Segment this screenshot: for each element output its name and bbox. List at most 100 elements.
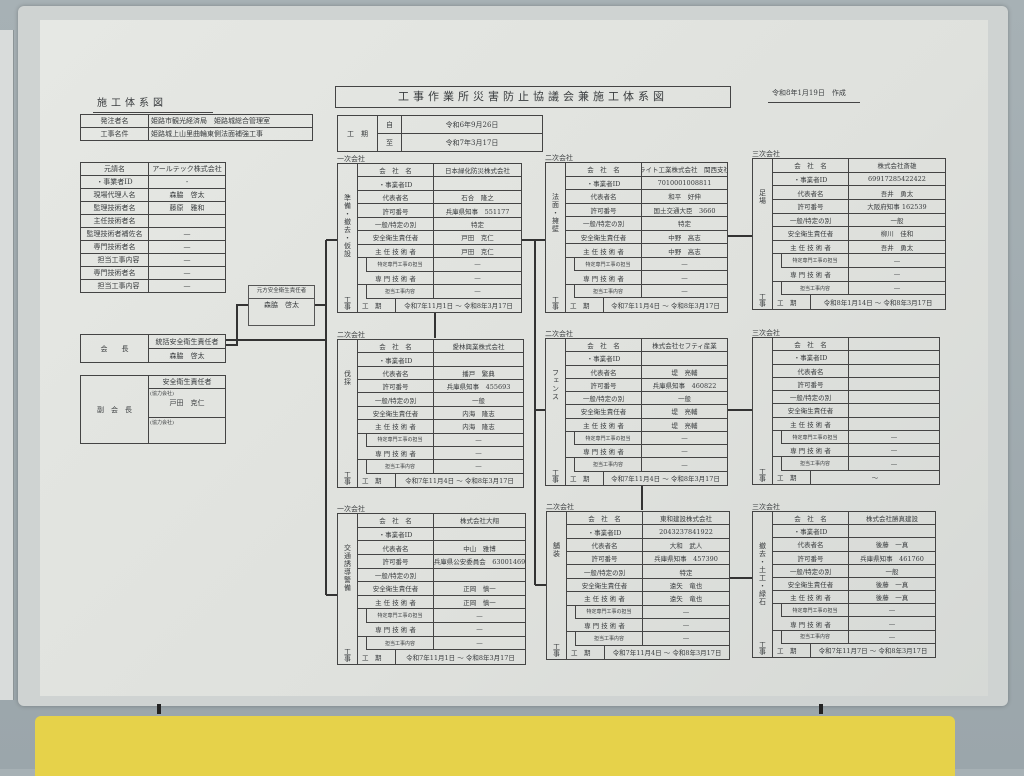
period-label: 工 期 [358,650,396,664]
period-label: 工 期 [773,470,811,484]
row-value: — [849,431,939,445]
adjacent-sheet-edge [0,30,14,700]
row-value: — [643,619,729,633]
row-label: 専 門 技 術 者 [358,446,434,461]
row-label: 特定専門工事の担当 [781,604,849,618]
row-label: 会 社 名 [358,514,434,528]
kouji-label: 工事 [551,296,560,310]
prime-row: ・事業者ID- [80,175,226,189]
row-value: 一般 [849,214,945,228]
period-to: 令和7年3月17日 [401,133,543,152]
period-label: 工 期 [358,298,396,312]
row-value: 中野 高志 [642,244,727,258]
row-label: 専 門 技 術 者 [358,623,434,637]
period-value: 令和8年1月14日 ～ 令和8年3月17日 [823,299,933,308]
row-label: 一般/特定の別 [358,568,434,583]
row-value: 国土交通大臣 3660 [642,204,727,218]
trade-column: 足場工事 [753,159,773,309]
row-value: — [434,258,521,272]
row-value: — [642,445,727,459]
vice-chair-label: 副 会 長 [80,375,149,444]
trade-column: 交通誘導警備工事 [338,514,358,664]
row-label: 担当工事内容 [574,458,642,472]
prime-row: 専門技術者名— [80,240,226,254]
prime-row-value: - [148,175,226,189]
row-value: 一般 [849,565,935,578]
period-label: 工 期 [566,471,604,485]
row-value: 大阪府知事 162539 [849,200,945,214]
row-label: 一般/特定の別 [567,565,643,579]
period-value: 令和7年11月4日 ～ 令和8年3月17日 [611,475,720,484]
row-label: 会 社 名 [566,339,642,353]
prime-row-label: 監理技術者名 [80,201,149,215]
row-value [642,352,727,366]
row-value: — [849,282,945,296]
kouji-label: 工事 [552,642,561,657]
trade-column: 法面・擁壁工事 [546,163,566,312]
row-label: 特定専門工事の担当 [781,430,849,445]
vice-chair-table: 副 会 長安全衛生責任者 (協力会社)戸田 克仁 (協力会社) [80,374,226,445]
prime-row-label: 監理技術者補佐名 [80,227,149,241]
row-value: 戸田 克仁 [434,231,521,245]
kouji-label: 工事 [343,648,352,662]
project-name-label: 工事名件 [80,127,149,141]
row-value: 後藤 一真 [849,578,935,592]
row-value: 兵庫県知事 457390 [643,552,729,566]
row-value: 中野 高志 [642,231,727,245]
row-label: 安全衛生責任者 [773,577,849,592]
row-value: 吾井 勇太 [849,186,945,200]
row-label: 専 門 技 術 者 [773,444,849,458]
row-value: 東和建設株式会社 [643,512,729,526]
row-value: — [434,272,521,286]
row-value [849,525,935,539]
row-label: 会 社 名 [773,512,849,526]
prime-row: 担当工事内容— [80,279,226,293]
row-label: 一般/特定の別 [358,393,434,407]
kouji-label: 工事 [758,293,767,307]
site-safety-manager-label: 元方安全衛生責任者 [249,286,314,299]
row-value: — [434,637,525,651]
row-label: 会 社 名 [773,159,849,173]
row-value: — [642,271,727,285]
period-value: ～ [871,474,879,483]
row-value: 吾井 勇太 [849,241,945,255]
row-value [849,378,939,392]
trade-label: 舗装 [552,542,561,558]
row-value: — [642,258,727,272]
prime-row-value: — [148,253,226,267]
row-value [849,365,939,378]
period-label: 工 期 [773,643,811,657]
trade-column: 準備・撤去・仮設工事 [338,164,358,312]
row-label: 担当工事内容 [575,632,643,646]
row-label: 安全衛生責任者 [358,582,434,596]
row-value: 正岡 慎一 [434,596,525,610]
row-value: 株式会社セフティ産業 [642,339,727,353]
row-label: 一般/特定の別 [566,392,642,406]
prime-row-label: 現場代理人名 [80,188,149,202]
tier-label: 三次会社 [752,329,780,337]
trade-label: 法面・擁壁 [551,193,560,233]
trade-column: 舗装工事 [547,512,567,659]
row-label: 担当工事内容 [781,630,849,644]
prime-row-label: 専門技術者名 [80,240,149,254]
row-value: — [642,432,727,446]
row-label: 主 任 技 術 者 [566,418,642,432]
row-value: 2043237841922 [643,525,729,539]
row-value: — [642,285,727,299]
row-label: 代表者名 [358,366,434,381]
prime-row-label: 担当工事内容 [80,253,149,267]
tier-label: 三次会社 [752,503,780,511]
trade-label: 準備・撤去・仮設 [343,194,352,258]
row-label: 主 任 技 術 者 [566,244,642,258]
prime-row: 監理技術者名藤原 雅和 [80,201,226,215]
row-label: 担当工事内容 [781,281,849,296]
row-label: 特定専門工事の担当 [366,609,434,624]
row-label: 会 社 名 [566,163,642,177]
period-label: 工 期 [337,115,378,152]
row-value: 日本緑化防災株式会社 [434,164,521,178]
row-value: 内海 隆志 [434,420,523,434]
row-value: 一般 [642,392,727,406]
